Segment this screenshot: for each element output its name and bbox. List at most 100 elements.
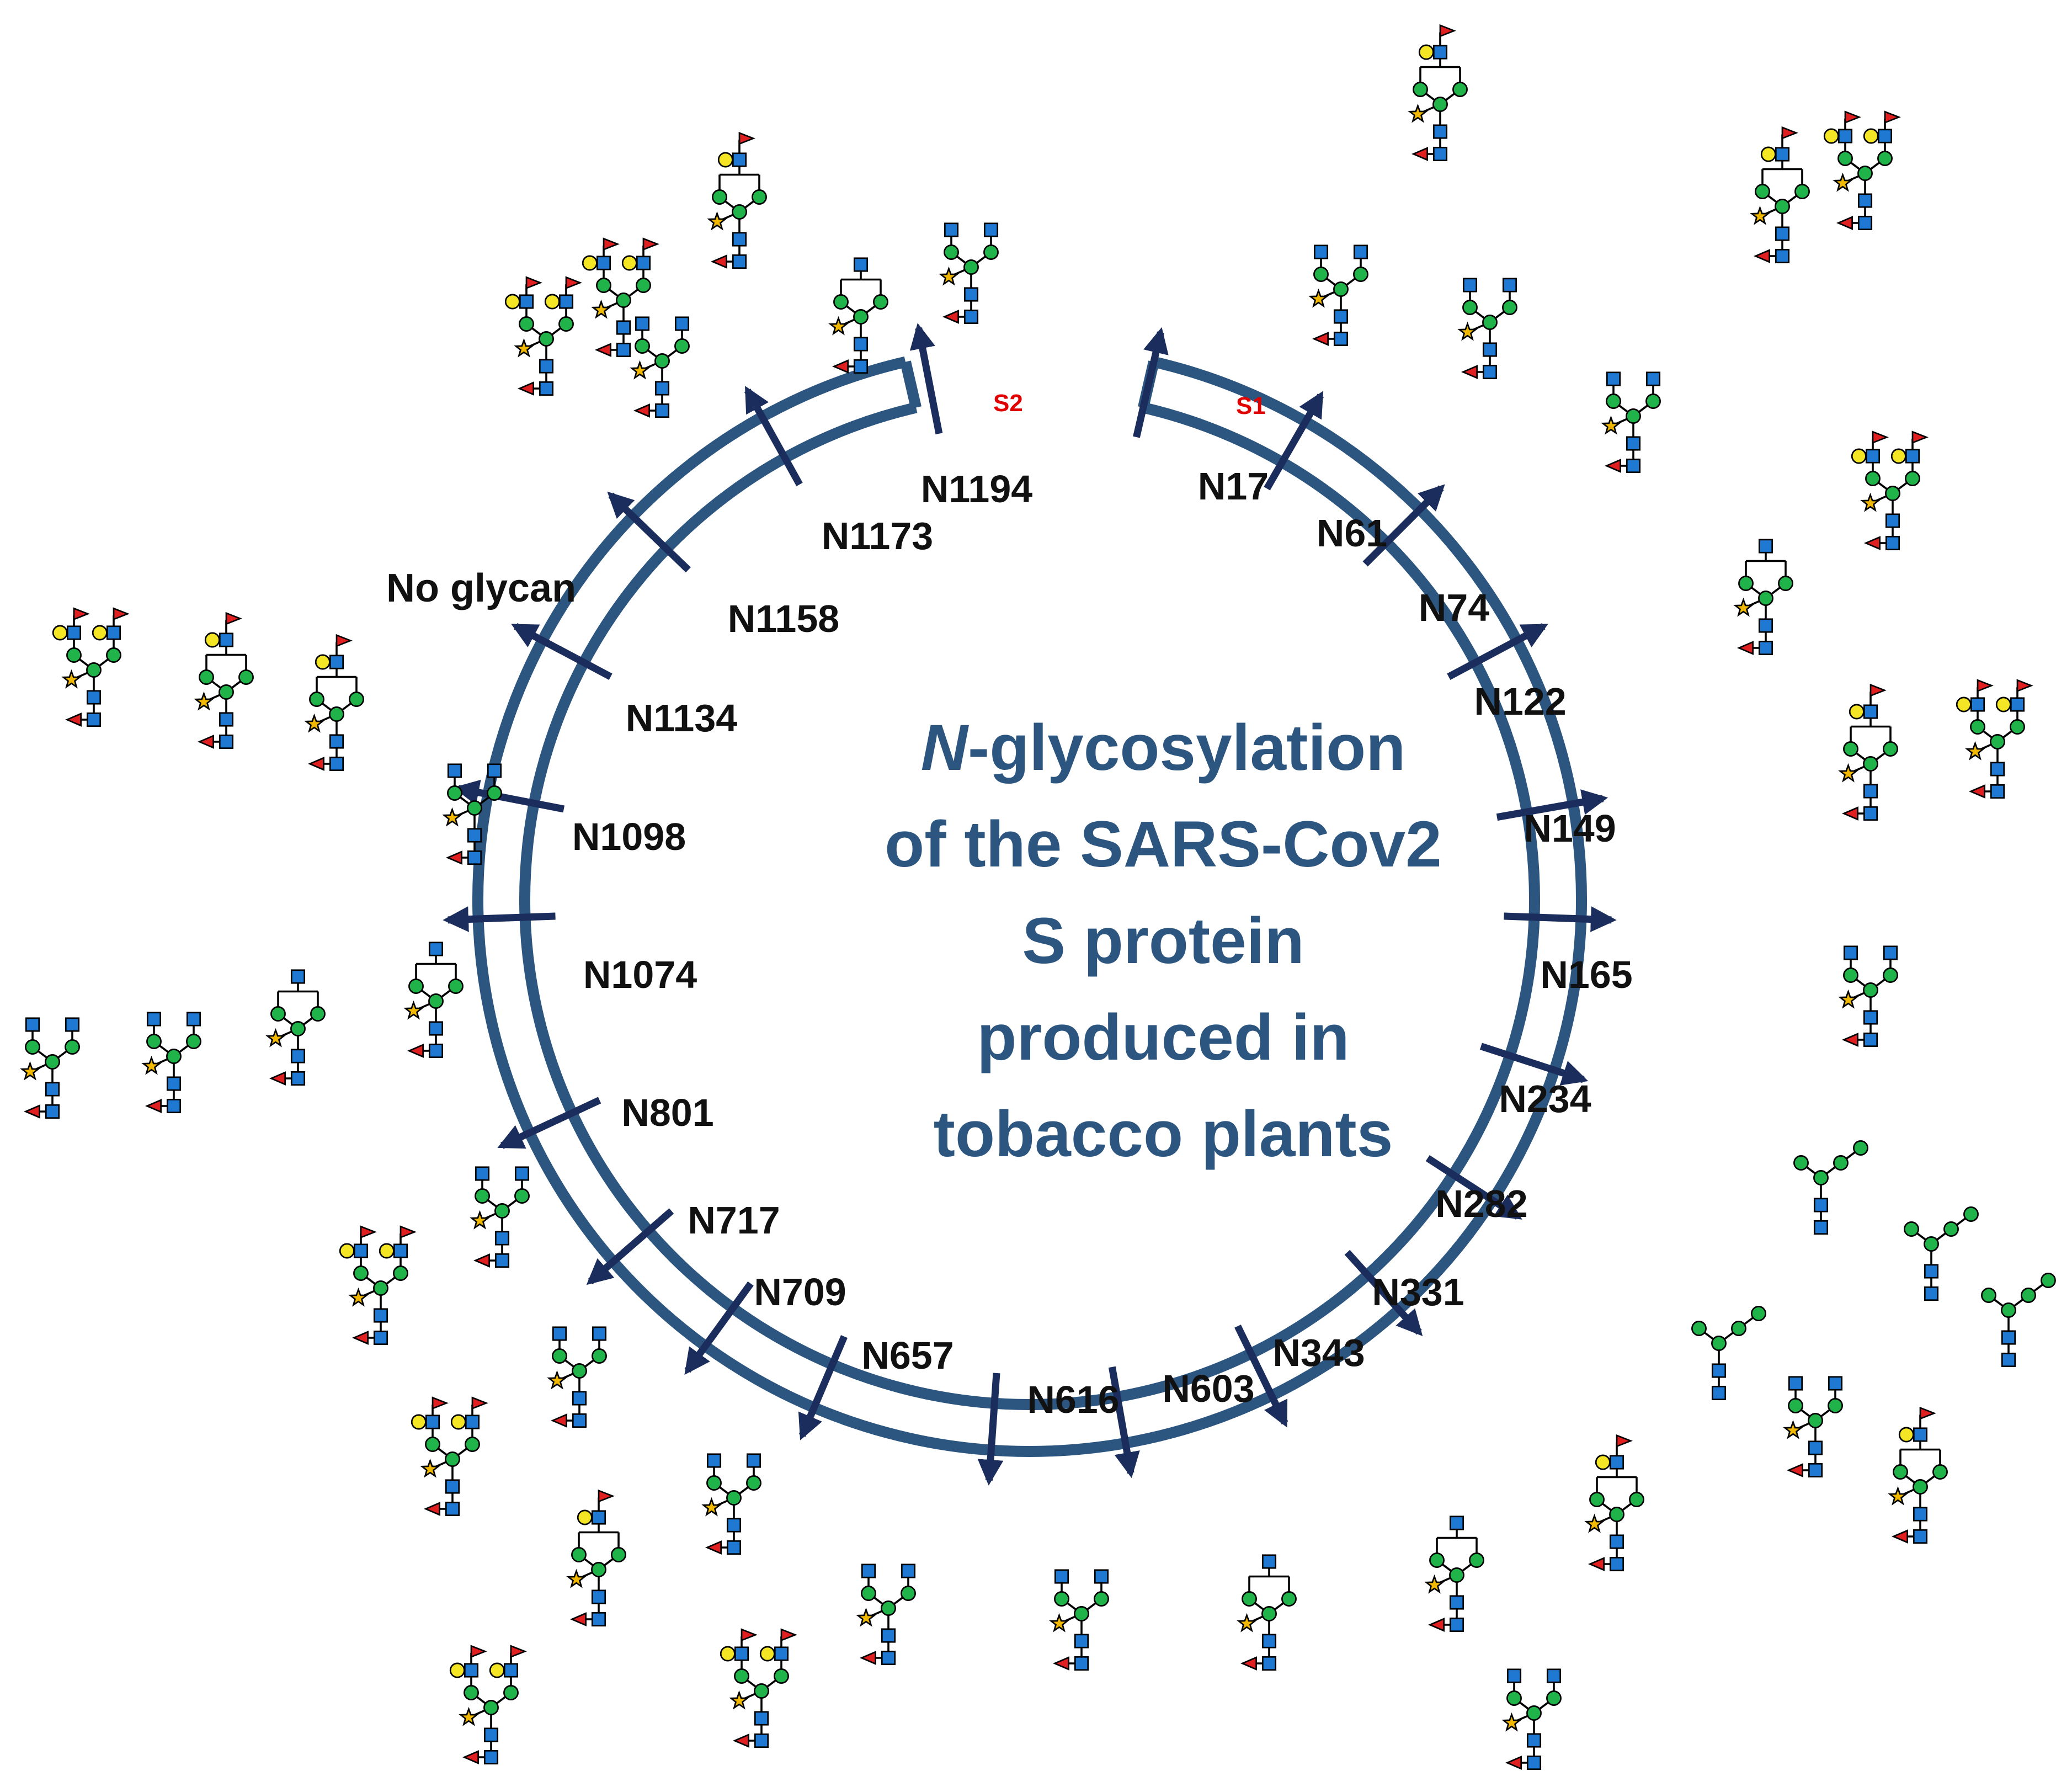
glcnac-icon bbox=[166, 1076, 182, 1091]
galactose-icon bbox=[759, 1646, 775, 1662]
mannose-icon bbox=[1353, 267, 1368, 282]
mannose-icon bbox=[1546, 1690, 1562, 1706]
xylose-icon bbox=[1308, 288, 1329, 308]
site-label-n331: N331 bbox=[1372, 1270, 1464, 1314]
fucose-icon bbox=[1911, 430, 1929, 444]
glcnac-icon bbox=[1506, 1668, 1522, 1683]
mannose-icon bbox=[1893, 1464, 1908, 1480]
fucose-icon bbox=[1461, 365, 1478, 379]
glcnac-icon bbox=[428, 1021, 444, 1036]
mannose-icon bbox=[1877, 151, 1893, 166]
glycan bbox=[442, 763, 502, 865]
xylose-icon bbox=[630, 360, 650, 380]
glycan bbox=[1408, 24, 1468, 162]
glcnac-icon bbox=[746, 1453, 761, 1468]
mannose-icon bbox=[635, 338, 650, 354]
glcnac-icon bbox=[290, 1071, 306, 1086]
mannose-icon bbox=[2021, 1288, 2036, 1303]
mannose-icon bbox=[373, 1280, 388, 1296]
fucose-icon bbox=[197, 735, 214, 749]
mannose-icon bbox=[1970, 719, 1985, 735]
galactose-icon bbox=[339, 1243, 355, 1259]
mannose-icon bbox=[611, 1547, 626, 1562]
mannose-icon bbox=[408, 979, 424, 994]
glcnac-icon bbox=[1863, 784, 1878, 799]
glcnac-icon bbox=[467, 850, 482, 865]
fucose-icon bbox=[603, 237, 620, 251]
glcnac-icon bbox=[1913, 1427, 1928, 1442]
xylose-icon bbox=[1237, 1613, 1257, 1633]
mannose-icon bbox=[66, 647, 82, 663]
no-glycan-label: No glycan bbox=[386, 566, 576, 610]
segment-label-s1: S1 bbox=[1236, 392, 1266, 419]
xylose-icon bbox=[1457, 321, 1478, 341]
mannose-icon bbox=[465, 1437, 480, 1452]
fucose-icon bbox=[1240, 1656, 1257, 1671]
mannose-icon bbox=[752, 189, 767, 205]
glcnac-icon bbox=[494, 1231, 510, 1246]
mannose-icon bbox=[746, 1475, 761, 1491]
glycan bbox=[1237, 1554, 1297, 1671]
arrow-n1134 bbox=[511, 623, 612, 680]
glcnac-icon bbox=[1913, 1507, 1928, 1522]
fucose-icon bbox=[1836, 216, 1853, 230]
mannose-icon bbox=[1857, 166, 1873, 181]
title-line-1-rest: -glycosylation bbox=[968, 711, 1405, 784]
mannose-icon bbox=[1609, 1507, 1624, 1522]
mannose-icon bbox=[1482, 315, 1498, 330]
title-line-1: N-glycosylation bbox=[921, 711, 1406, 784]
glcnac-icon bbox=[1913, 1529, 1928, 1544]
mannose-icon bbox=[514, 1188, 530, 1204]
glcnac-icon bbox=[1074, 1634, 1089, 1649]
glcnac-icon bbox=[329, 734, 344, 749]
glcnac-icon bbox=[1462, 278, 1478, 293]
glycan bbox=[304, 634, 364, 772]
site-label-n234: N234 bbox=[1499, 1077, 1591, 1120]
xylose-icon bbox=[591, 299, 611, 319]
glcnac-icon bbox=[754, 1711, 769, 1726]
glcnac-icon bbox=[963, 287, 979, 302]
glcnac-icon bbox=[1526, 1755, 1542, 1770]
mannose-icon bbox=[754, 1683, 769, 1699]
glcnac-icon bbox=[591, 1612, 606, 1627]
glcnac-icon bbox=[1313, 244, 1329, 259]
mannose-icon bbox=[539, 331, 554, 347]
glycan bbox=[1750, 126, 1810, 264]
glcnac-icon bbox=[45, 1082, 60, 1097]
glcnac-icon bbox=[853, 337, 869, 352]
glycan bbox=[630, 316, 690, 418]
glcnac-icon bbox=[726, 1518, 742, 1533]
arrow-n331 bbox=[1344, 1249, 1423, 1336]
galactose-icon bbox=[92, 625, 108, 641]
glcnac-icon bbox=[552, 1326, 567, 1341]
glcnac-icon bbox=[2001, 1330, 2016, 1345]
fucose-icon bbox=[473, 1253, 490, 1268]
glcnac-icon bbox=[428, 1043, 444, 1059]
xylose-icon bbox=[348, 1287, 369, 1307]
glcnac-icon bbox=[734, 1646, 749, 1661]
glcnac-icon bbox=[353, 1243, 369, 1258]
glcnac-icon bbox=[592, 1326, 607, 1341]
mannose-icon bbox=[1452, 82, 1468, 97]
mannose-icon bbox=[706, 1475, 722, 1491]
glcnac-icon bbox=[487, 763, 502, 778]
mannose-icon bbox=[558, 316, 574, 332]
glcnac-icon bbox=[1990, 784, 2005, 799]
mannose-icon bbox=[1738, 576, 1754, 591]
glcnac-icon bbox=[467, 828, 482, 843]
galactose-icon bbox=[52, 625, 68, 641]
fucose-icon bbox=[1968, 784, 1985, 799]
galactose-icon bbox=[379, 1243, 395, 1259]
xylose-icon bbox=[1408, 103, 1428, 123]
site-label-n616: N616 bbox=[1027, 1378, 1119, 1421]
title-line-5: tobacco plants bbox=[934, 1098, 1393, 1171]
fucose-icon bbox=[1781, 126, 1798, 140]
glcnac-icon bbox=[1877, 129, 1893, 143]
glycan bbox=[707, 131, 767, 269]
fucose-icon bbox=[1616, 1434, 1633, 1448]
mannose-icon bbox=[1924, 1236, 1939, 1252]
galactose-icon bbox=[720, 1646, 736, 1662]
mannose-icon bbox=[2010, 719, 2025, 735]
site-label-n17: N17 bbox=[1198, 465, 1269, 508]
glcnac-icon bbox=[1924, 1286, 1939, 1301]
